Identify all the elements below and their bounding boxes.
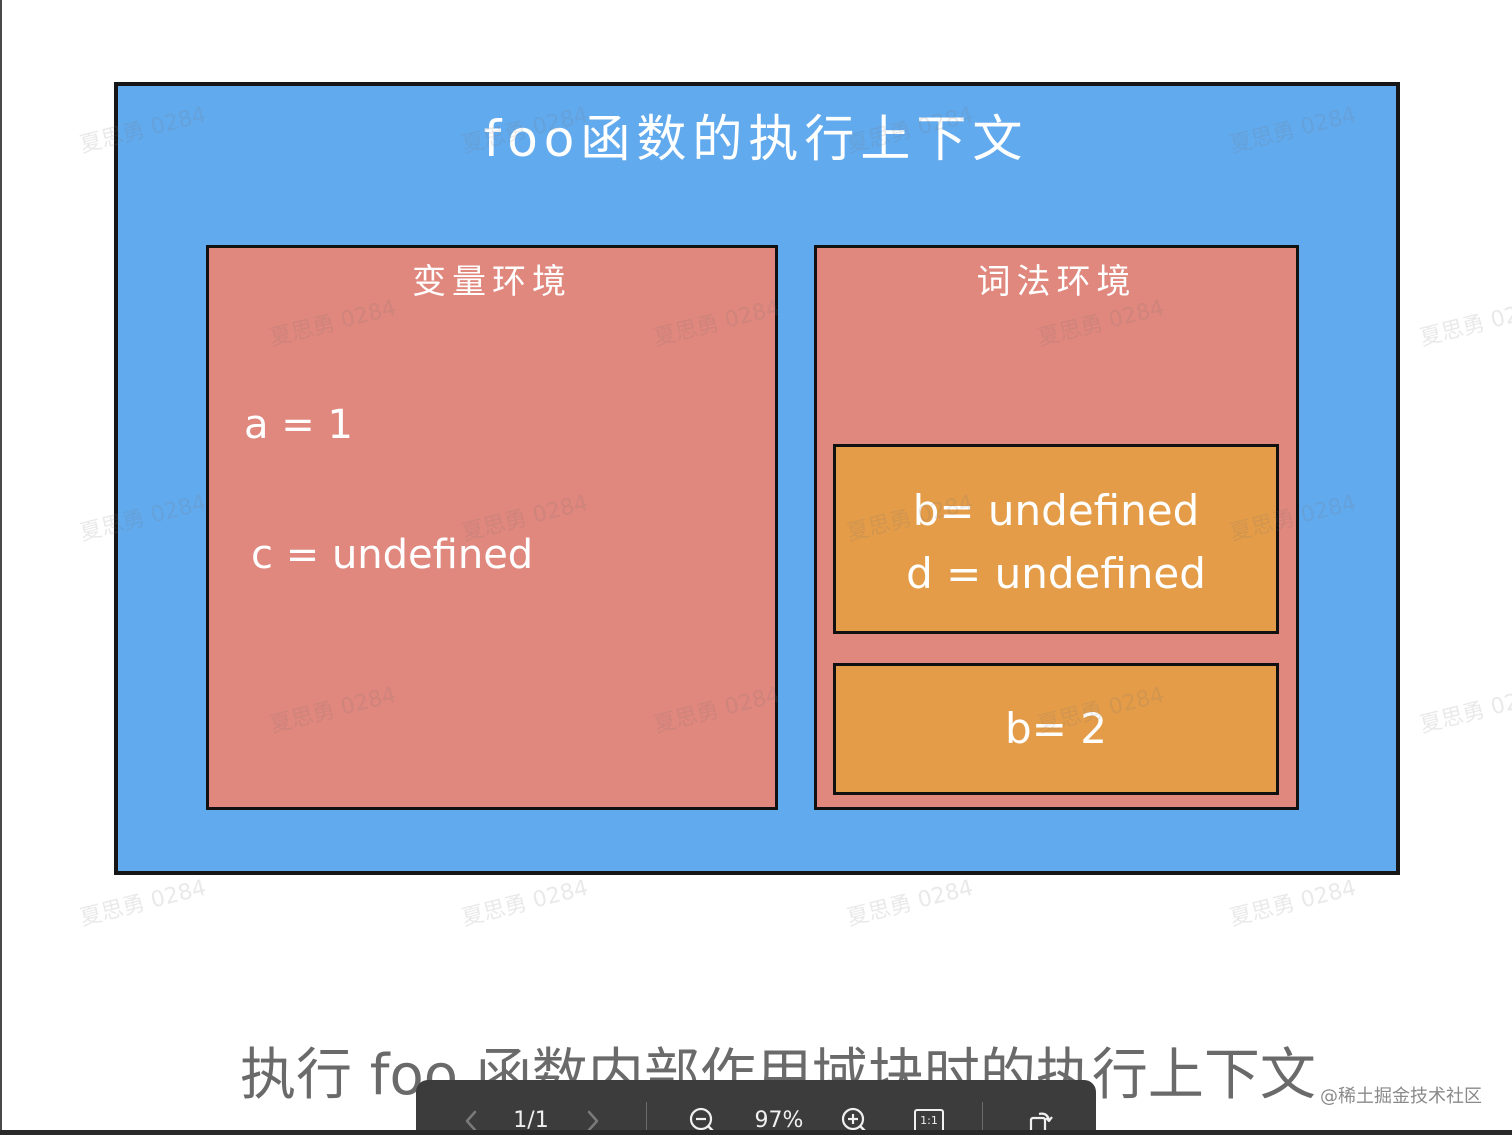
- variable-b-undefined: b= undefined: [912, 486, 1200, 535]
- watermark: 夏思勇 0284: [77, 875, 209, 932]
- variable-c: c = undefined: [251, 532, 534, 578]
- variable-d-undefined: d = undefined: [906, 549, 1206, 598]
- watermark: 夏思勇 0284: [1227, 875, 1359, 932]
- previous-page-button[interactable]: [456, 1106, 486, 1135]
- watermark: 夏思勇 0284: [459, 875, 591, 932]
- chevron-left-icon: [465, 1110, 477, 1132]
- chevron-right-icon: [587, 1110, 599, 1132]
- variable-environment-box: [206, 245, 778, 810]
- toolbar-divider: [982, 1102, 983, 1135]
- block-scope-outer: [833, 444, 1279, 634]
- variable-a: a = 1: [244, 402, 353, 448]
- toolbar-divider: [646, 1102, 647, 1135]
- watermark: 夏思勇 0284: [844, 875, 976, 932]
- zoom-level: 97%: [754, 1108, 804, 1133]
- lexical-environment-title: 词法环境: [976, 262, 1137, 302]
- viewer-toolbar: 1/1 97% 1:1: [416, 1080, 1096, 1135]
- next-page-button[interactable]: [578, 1106, 608, 1135]
- watermark: 夏思勇 0284: [1417, 295, 1512, 352]
- page-indicator: 1/1: [513, 1108, 549, 1133]
- window-edge: [0, 0, 2, 1135]
- watermark: 夏思勇 0284: [1417, 682, 1512, 739]
- window-bottom-bar: [0, 1130, 1512, 1135]
- source-credit: @稀土掘金技术社区: [1320, 1086, 1482, 1107]
- execution-context-title: foo函数的执行上下文: [483, 110, 1029, 168]
- variable-environment-title: 变量环境: [412, 262, 572, 302]
- variable-b-2: b= 2: [1005, 704, 1107, 753]
- block-scope-inner: [833, 663, 1279, 795]
